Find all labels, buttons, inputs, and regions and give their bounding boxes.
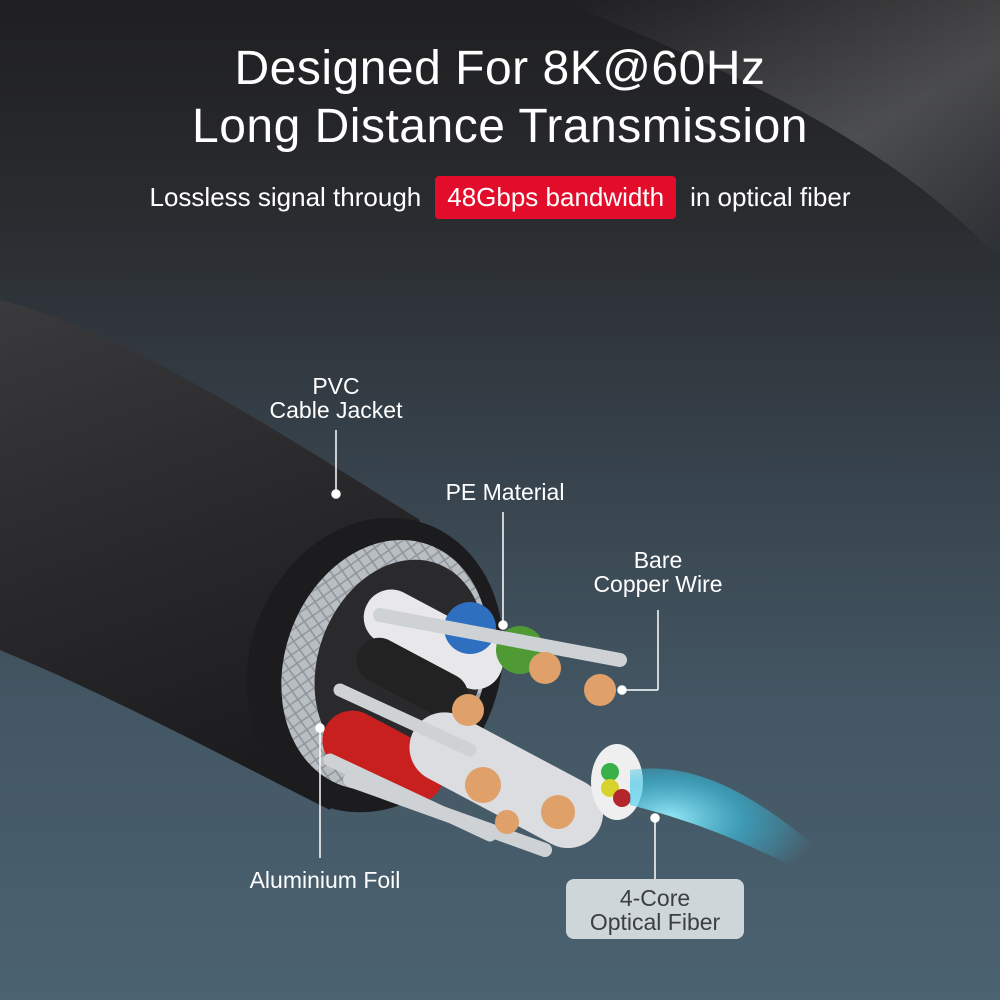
callout-pe-material: PE Material [445,479,565,505]
bandwidth-badge: 48Gbps bandwidth [435,176,677,219]
callout-pvc-jacket: PVC Cable Jacket [269,373,403,423]
subheadline-suffix: in optical fiber [690,182,851,212]
subheadline: Lossless signal through 48Gbps bandwidth… [0,176,1000,219]
subheadline-prefix: Lossless signal through [149,182,422,212]
inner-conductors [322,589,643,857]
fiber-glow [630,768,820,870]
callout-aluminium-foil: Aluminium Foil [249,867,401,893]
callout-bare-copper-wire: Bare Copper Wire [593,547,723,597]
headline-line2: Long Distance Transmission [192,100,808,153]
headline-line1: Designed For 8K@60Hz [234,42,766,95]
callout-optical-fiber: 4-Core Optical Fiber [566,879,744,939]
